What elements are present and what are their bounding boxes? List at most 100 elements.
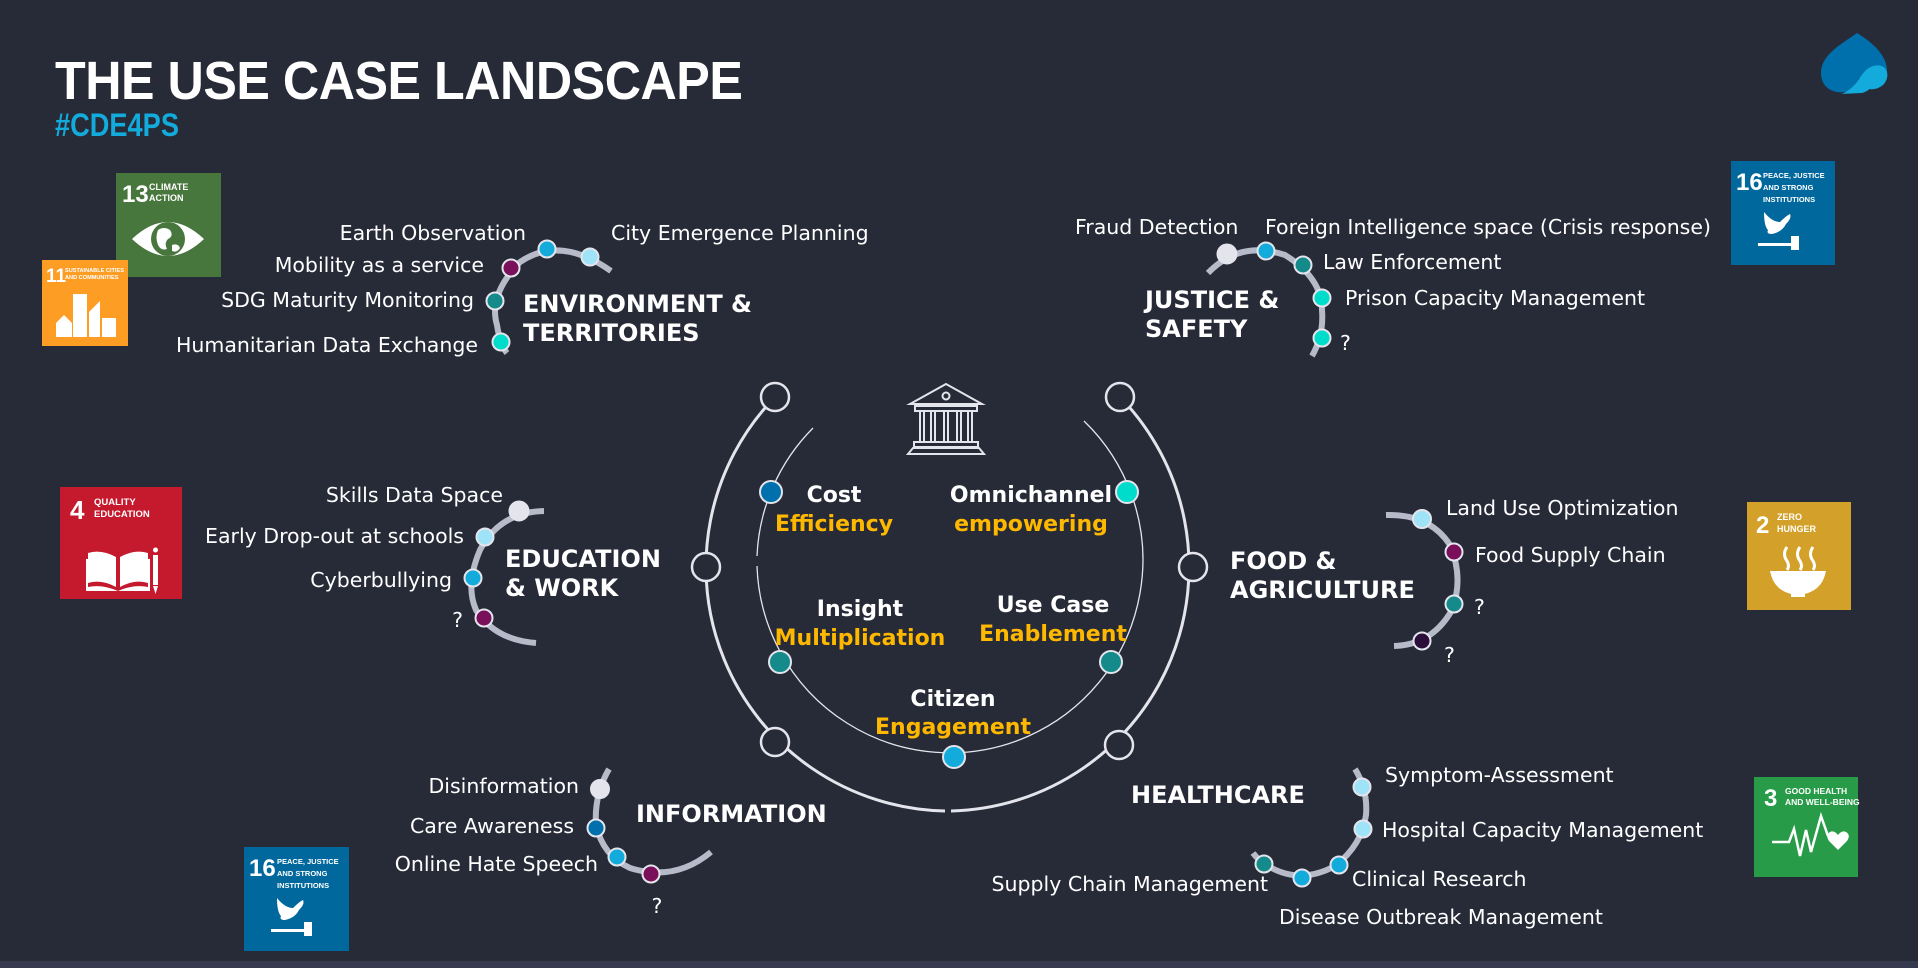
justice-node-unknown[interactable]: [1312, 328, 1332, 348]
information-item-hate-speech[interactable]: Online Hate Speech: [395, 852, 598, 876]
education-node-cyberbullying[interactable]: [463, 568, 483, 588]
sdg16a-number: 16: [1736, 169, 1763, 196]
environment-title-line2: TERRITORIES: [523, 319, 700, 347]
food-item-unknown-1[interactable]: ?: [1474, 595, 1485, 619]
justice-item-law-enforcement[interactable]: Law Enforcement: [1323, 250, 1501, 274]
education-node-unknown[interactable]: [474, 608, 494, 628]
food-item-land-use[interactable]: Land Use Optimization: [1446, 496, 1678, 520]
hub-sublabel-enablement: Enablement: [979, 622, 1127, 647]
information-item-unknown[interactable]: ?: [652, 894, 663, 918]
dove-gavel-icon: [1758, 212, 1799, 250]
information-item-care-awareness[interactable]: Care Awareness: [410, 814, 574, 838]
hub-connector-environment[interactable]: [759, 381, 791, 413]
dove-gavel-icon: [271, 898, 312, 936]
sdg16a-text-line2: AND STRONG: [1763, 183, 1814, 192]
environment-node-city-emergence[interactable]: [580, 247, 600, 267]
environment-item-earth-observation[interactable]: Earth Observation: [340, 221, 526, 245]
healthcare-node-clinical[interactable]: [1329, 855, 1349, 875]
justice-item-fraud[interactable]: Fraud Detection: [1075, 215, 1238, 239]
environment-node-sdg-maturity[interactable]: [485, 291, 505, 311]
sdg16b-number: 16: [249, 855, 276, 882]
hub-sublabel-engagement: Engagement: [875, 715, 1031, 740]
food-node-unknown-1[interactable]: [1444, 594, 1464, 614]
sdg11-text-line1: SUSTAINABLE CITIES: [65, 268, 124, 274]
justice-item-unknown[interactable]: ?: [1340, 331, 1351, 355]
sdg11-number: 11: [46, 266, 67, 287]
healthcare-node-disease-outbreak[interactable]: [1292, 868, 1312, 888]
hub-label-insight: Insight: [817, 597, 904, 622]
hub-connector-food[interactable]: [1177, 551, 1209, 583]
healthcare-node-hospital[interactable]: [1353, 819, 1373, 839]
healthcare-item-symptom[interactable]: Symptom-Assessment: [1385, 763, 1614, 787]
sdg16b-text-line1: PEACE, JUSTICE: [277, 857, 339, 866]
environment-item-city-emergence[interactable]: City Emergence Planning: [611, 221, 869, 245]
environment-node-mobility[interactable]: [501, 258, 521, 278]
sdg-badge-11: 11 SUSTAINABLE CITIES AND COMMUNITIES: [42, 260, 128, 346]
sdg13-number: 13: [122, 181, 149, 208]
healthcare-node-symptom[interactable]: [1352, 777, 1372, 797]
government-building-icon: [905, 382, 987, 455]
environment-item-humanitarian[interactable]: Humanitarian Data Exchange: [176, 333, 478, 357]
section-environment: Earth Observation City Emergence Plannin…: [176, 221, 869, 357]
hub-connector-information[interactable]: [759, 726, 791, 758]
section-healthcare: Symptom-Assessment Hospital Capacity Man…: [992, 763, 1704, 929]
healthcare-item-disease-outbreak[interactable]: Disease Outbreak Management: [1279, 905, 1603, 929]
food-item-unknown-2[interactable]: ?: [1444, 643, 1455, 667]
education-node-skills[interactable]: [508, 500, 530, 522]
justice-node-foreign-intelligence[interactable]: [1256, 241, 1276, 261]
environment-node-humanitarian[interactable]: [491, 332, 511, 352]
food-node-unknown-2[interactable]: [1412, 631, 1432, 651]
section-justice: Fraud Detection Foreign Intelligence spa…: [1075, 215, 1711, 358]
justice-node-law-enforcement[interactable]: [1293, 255, 1313, 275]
sdg13-text-line2: ACTION: [149, 193, 184, 203]
healthcare-item-supply-chain[interactable]: Supply Chain Management: [992, 872, 1269, 896]
food-node-land-use[interactable]: [1412, 509, 1432, 529]
food-title-line1: FOOD &: [1230, 547, 1336, 575]
information-item-disinformation[interactable]: Disinformation: [429, 774, 579, 798]
justice-item-prison[interactable]: Prison Capacity Management: [1345, 286, 1645, 310]
education-item-cyberbullying[interactable]: Cyberbullying: [310, 568, 452, 592]
environment-title-line1: ENVIRONMENT &: [523, 290, 752, 318]
information-node-disinformation[interactable]: [590, 779, 610, 799]
sdg2-text-line2: HUNGER: [1777, 524, 1817, 534]
food-item-supply-chain[interactable]: Food Supply Chain: [1475, 543, 1666, 567]
healthcare-item-clinical[interactable]: Clinical Research: [1352, 867, 1526, 891]
sdg-badge-16-information: 16 PEACE, JUSTICE AND STRONG INSTITUTION…: [244, 847, 349, 951]
book-pencil-icon: [86, 547, 158, 594]
environment-item-sdg-maturity[interactable]: SDG Maturity Monitoring: [221, 288, 474, 312]
information-title: INFORMATION: [636, 800, 827, 828]
justice-node-fraud[interactable]: [1216, 243, 1238, 265]
hub-connector-justice[interactable]: [1104, 381, 1136, 413]
healthcare-item-hospital[interactable]: Hospital Capacity Management: [1382, 818, 1703, 842]
food-node-supply-chain[interactable]: [1444, 542, 1464, 562]
healthcare-title: HEALTHCARE: [1131, 781, 1305, 809]
hub-label-use-case: Use Case: [997, 593, 1110, 618]
hub-sublabel-empowering: empowering: [954, 512, 1108, 537]
education-item-skills[interactable]: Skills Data Space: [326, 483, 503, 507]
sdg-badge-4: 4 QUALITY EDUCATION: [60, 487, 182, 599]
hub-label-citizen: Citizen: [910, 687, 995, 712]
page-subtitle-hashtag: #CDE4PS: [55, 107, 179, 143]
information-node-care-awareness[interactable]: [586, 818, 606, 838]
hub-sublabel-multiplication: Multiplication: [775, 626, 946, 651]
hub-connector-education[interactable]: [690, 551, 722, 583]
sdg3-text-line1: GOOD HEALTH: [1785, 786, 1847, 796]
sdg16a-text-line3: INSTITUTIONS: [1763, 195, 1815, 204]
food-title-line2: AGRICULTURE: [1230, 576, 1415, 604]
environment-item-mobility[interactable]: Mobility as a service: [275, 253, 484, 277]
hub-outer-nodes: [690, 381, 1209, 761]
information-node-unknown[interactable]: [641, 864, 661, 884]
education-node-early-dropout[interactable]: [475, 527, 495, 547]
justice-item-foreign-intelligence[interactable]: Foreign Intelligence space (Crisis respo…: [1265, 215, 1711, 239]
sdg4-text-line2: EDUCATION: [94, 509, 150, 520]
education-item-early-dropout[interactable]: Early Drop-out at schools: [205, 524, 464, 548]
heartbeat-icon: [1772, 811, 1849, 857]
education-item-unknown[interactable]: ?: [452, 608, 463, 632]
sdg2-number: 2: [1756, 512, 1769, 539]
information-node-hate-speech[interactable]: [607, 847, 627, 867]
bottom-strip: [0, 961, 1918, 968]
justice-node-prison[interactable]: [1312, 288, 1332, 308]
healthcare-node-supply-chain[interactable]: [1254, 854, 1274, 874]
hub-connector-healthcare[interactable]: [1103, 729, 1135, 761]
environment-node-earth-observation[interactable]: [537, 239, 557, 259]
